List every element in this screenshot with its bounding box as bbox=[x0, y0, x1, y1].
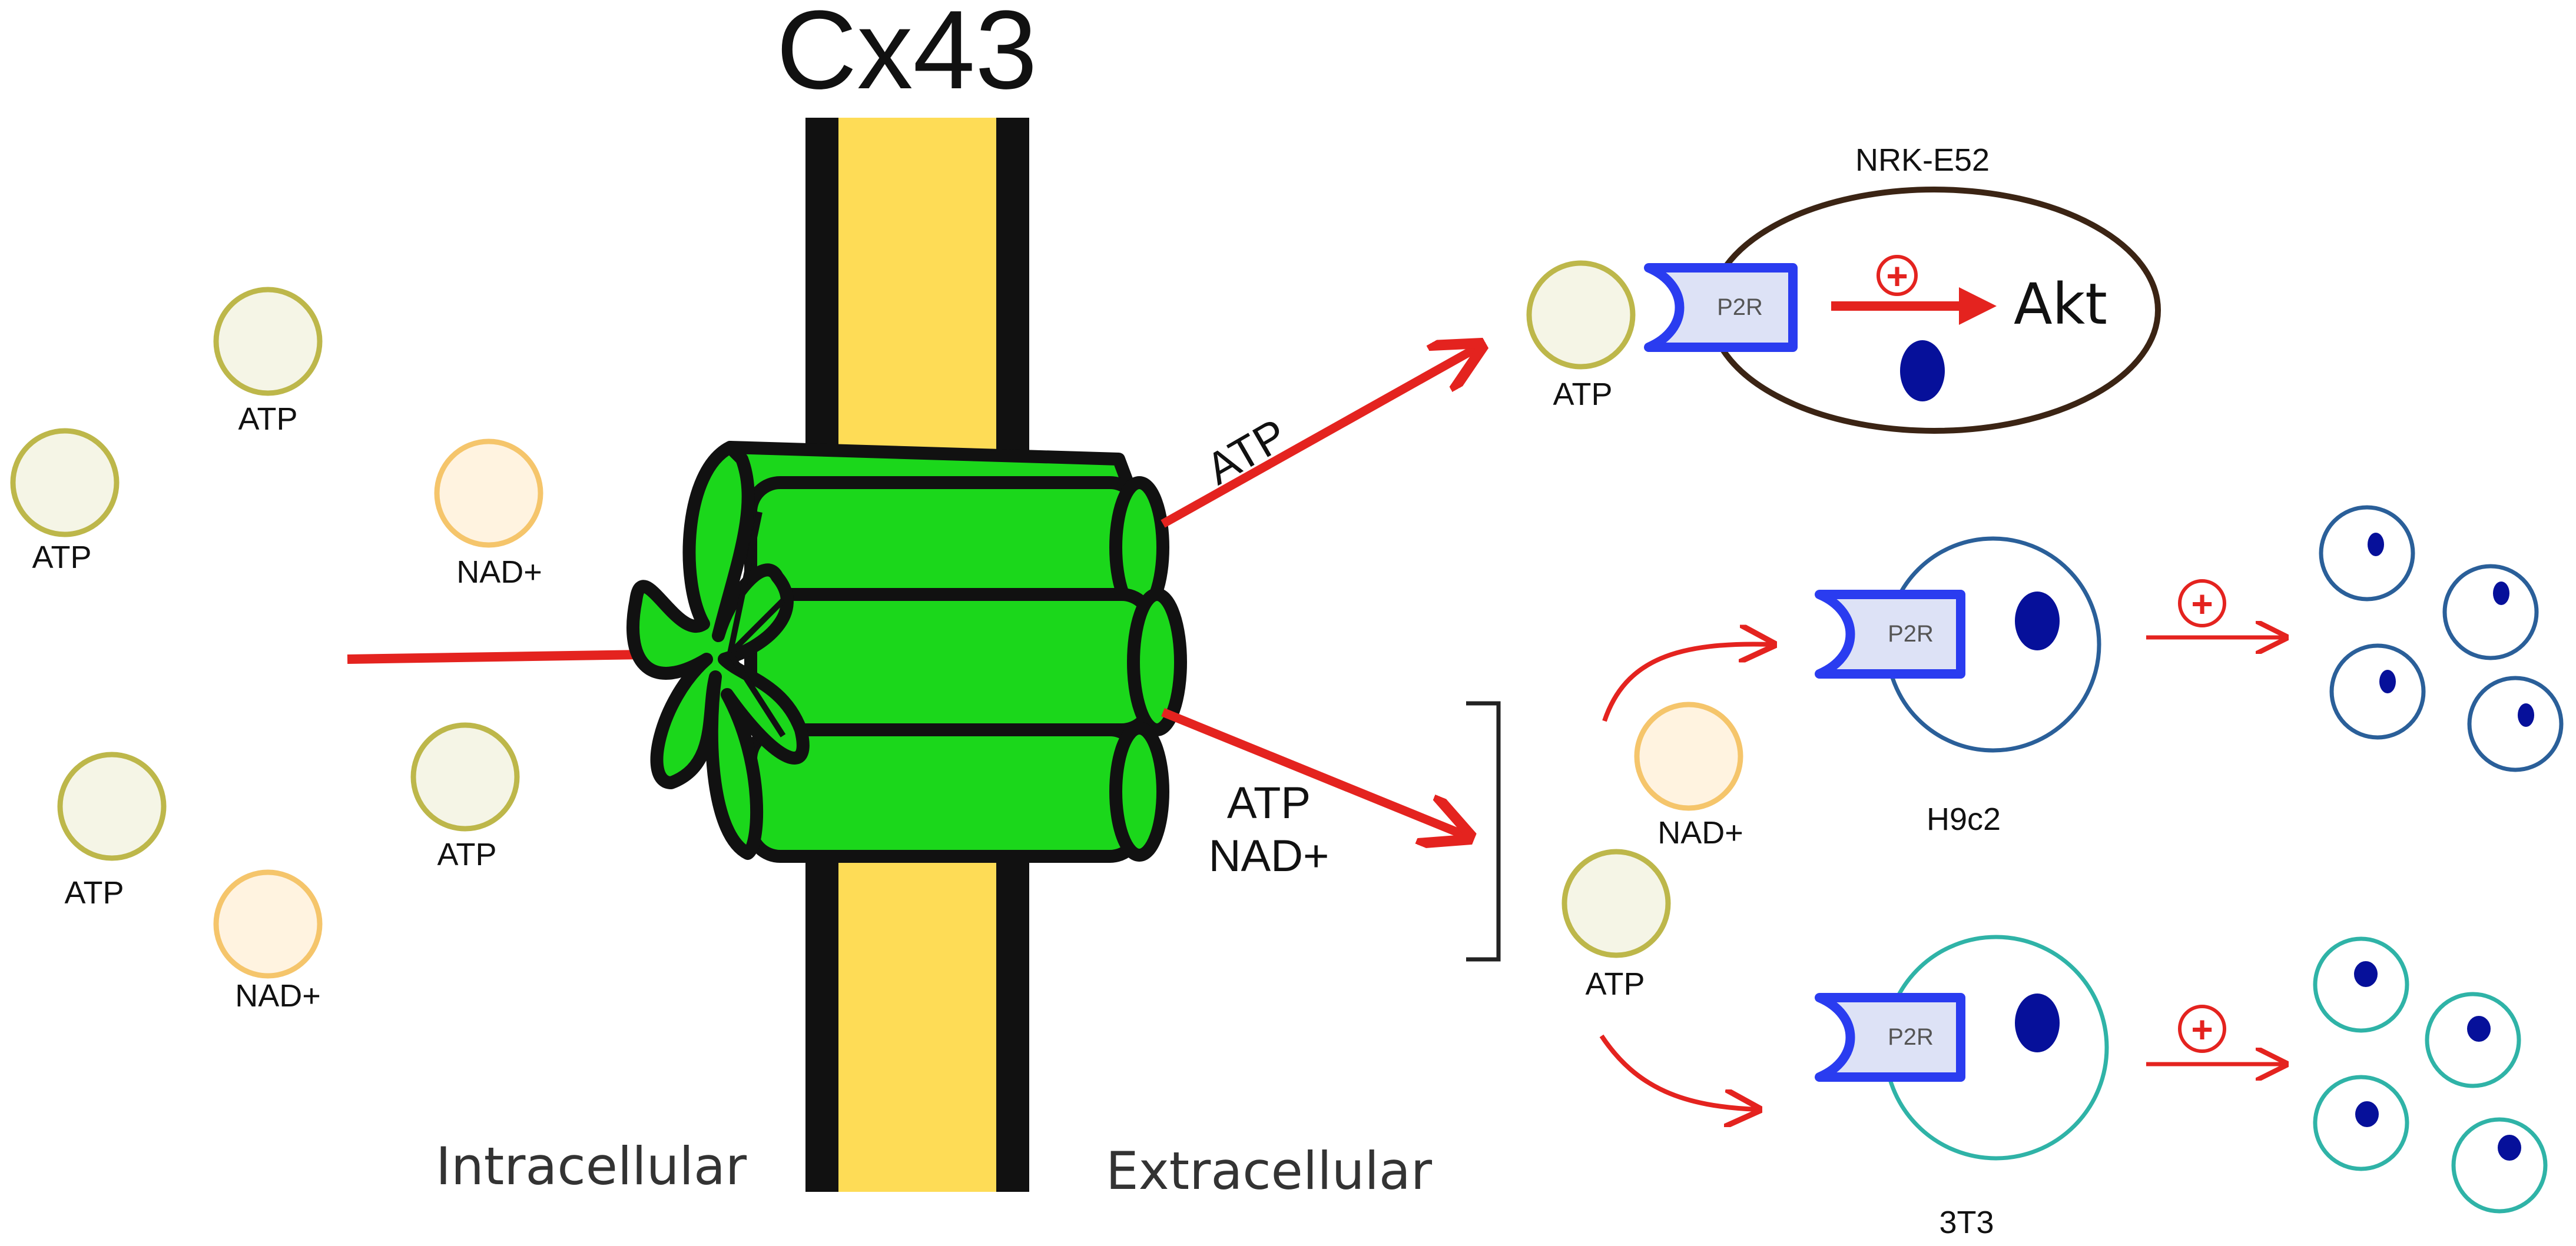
svg-text:ATP: ATP bbox=[1553, 377, 1612, 412]
lower-arrow-label-line2: NAD+ bbox=[1209, 831, 1330, 881]
akt-label: Akt bbox=[2014, 271, 2107, 337]
p2r-receptor bbox=[1815, 993, 1965, 1082]
svg-text:NAD+: NAD+ bbox=[456, 554, 542, 590]
svg-text:ATP: ATP bbox=[238, 401, 297, 437]
atp-molecule: ATP bbox=[410, 722, 520, 872]
svg-text:NAD+: NAD+ bbox=[1657, 815, 1743, 850]
daughter-cells bbox=[2313, 936, 2548, 1214]
svg-text:P2R: P2R bbox=[1888, 1024, 1934, 1050]
nrk-e52-group: NRK-E52 ATP P2R + Akt bbox=[1526, 142, 2161, 434]
intracellular-label: Intracellular bbox=[436, 1136, 747, 1197]
nucleus bbox=[2015, 994, 2060, 1052]
nucleus bbox=[2015, 592, 2060, 650]
upper-outgoing-arrow bbox=[1161, 347, 1478, 528]
atp-molecule: ATP bbox=[213, 287, 323, 437]
svg-text:+: + bbox=[2191, 583, 2213, 625]
lower-arrow-label-line1: ATP bbox=[1227, 778, 1311, 828]
3t3-group: P2R 3T3 + bbox=[1815, 935, 2548, 1240]
h9c2-label: H9c2 bbox=[1927, 802, 2001, 837]
3t3-label: 3T3 bbox=[1939, 1205, 1994, 1240]
extracellular-label: Extracellular bbox=[1106, 1141, 1433, 1201]
p2r-receptor bbox=[1644, 263, 1798, 352]
p2r-receptor bbox=[1815, 590, 1965, 679]
nucleus bbox=[1900, 340, 1945, 401]
svg-text:+: + bbox=[1886, 255, 1908, 297]
curved-arrow-to-h9c2 bbox=[1602, 644, 1772, 722]
plus-sign bbox=[2178, 1005, 2226, 1053]
nad-molecule: NAD+ bbox=[213, 869, 323, 1014]
atp-molecule: ATP bbox=[10, 428, 120, 575]
nad-molecule: NAD+ bbox=[1634, 702, 1743, 850]
bracket bbox=[1466, 701, 1501, 962]
atp-molecule: ATP bbox=[57, 752, 167, 911]
svg-text:ATP: ATP bbox=[437, 837, 496, 872]
svg-text:ATP: ATP bbox=[64, 875, 124, 911]
svg-text:+: + bbox=[2191, 1008, 2213, 1051]
atp-molecule: ATP bbox=[1561, 849, 1671, 1002]
lower-outgoing-arrow bbox=[1161, 708, 1466, 836]
curved-arrow-to-3t3 bbox=[1599, 1034, 1758, 1109]
h9c2-group: P2R H9c2 + bbox=[1815, 505, 2564, 837]
svg-text:P2R: P2R bbox=[1717, 294, 1763, 320]
svg-text:ATP: ATP bbox=[32, 540, 91, 575]
plus-sign bbox=[2178, 579, 2226, 627]
daughter-cells bbox=[2319, 505, 2564, 772]
nrk-e52-label: NRK-E52 bbox=[1855, 142, 1990, 178]
title: Cx43 bbox=[776, 0, 1037, 112]
cx43-channel bbox=[626, 441, 1187, 863]
svg-text:ATP: ATP bbox=[1585, 966, 1645, 1002]
atp-molecule bbox=[1526, 260, 1636, 370]
plus-sign bbox=[1877, 255, 1918, 296]
svg-text:NAD+: NAD+ bbox=[235, 978, 321, 1014]
nad-molecule: NAD+ bbox=[434, 438, 543, 590]
svg-text:P2R: P2R bbox=[1888, 621, 1934, 647]
